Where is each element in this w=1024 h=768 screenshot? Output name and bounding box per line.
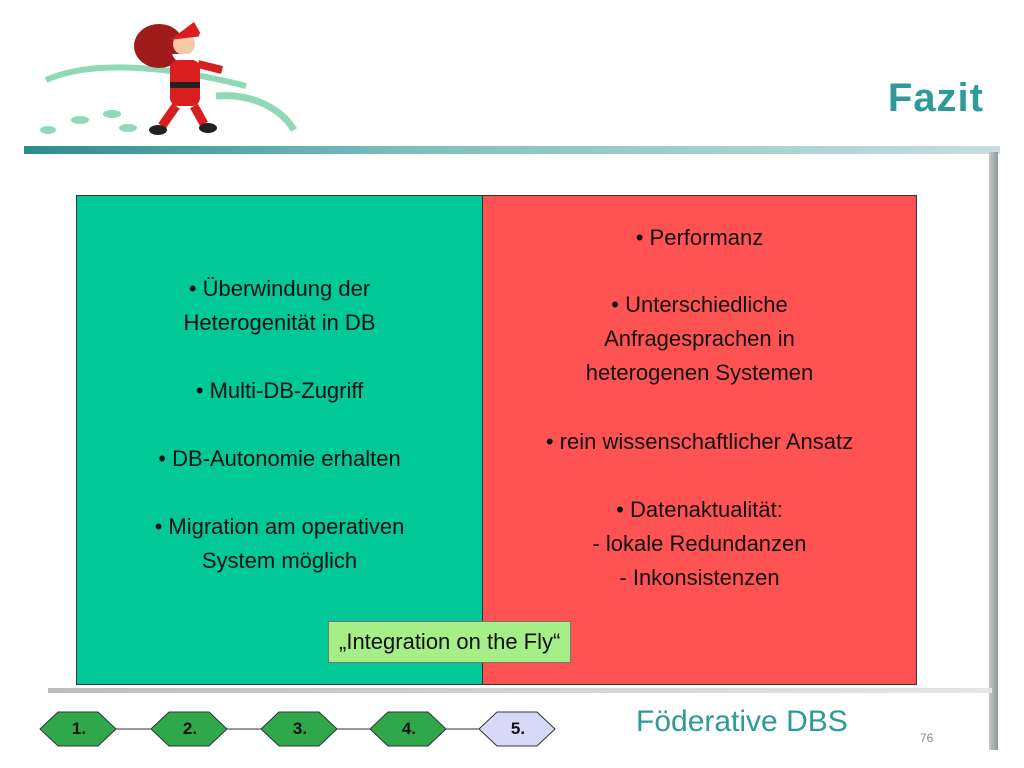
nav-step-shape: [478, 711, 556, 747]
nav-step-5-button[interactable]: 5.: [510, 719, 526, 738]
cons-item-line: Anfragesprachen in: [604, 326, 795, 351]
cons-item-line: - Inkonsistenzen: [619, 565, 780, 590]
step-navigation: [39, 711, 556, 747]
cons-item-line: • Unterschiedliche: [611, 292, 788, 317]
nav-step-shape: [150, 711, 228, 747]
pros-item-line: • Migration am operativen: [154, 514, 405, 539]
nav-step-1-button[interactable]: 1.: [71, 719, 87, 738]
comparison-panel: • Überwindung der Heterogenität in DB • …: [76, 195, 917, 685]
nav-step-shape: [369, 711, 447, 747]
pros-item: • Überwindung der Heterogenität in DB: [77, 272, 482, 340]
nav-step-shape: [39, 711, 117, 747]
footer-title: Föderative DBS: [636, 705, 848, 738]
santa-claus-logo-icon: [40, 22, 298, 135]
pros-item: • Migration am operativen System möglich: [77, 510, 482, 578]
pros-item-line: • Überwindung der: [188, 276, 371, 301]
cons-item-line: • rein wissenschaftlicher Ansatz: [545, 429, 854, 454]
cons-item-line: • Datenaktualität:: [616, 497, 783, 522]
bottom-divider: [48, 688, 992, 693]
top-divider: [24, 146, 1000, 154]
pros-item-line: Heterogenität in DB: [183, 310, 376, 335]
pros-item-line: System möglich: [201, 548, 358, 573]
cons-item: • Unterschiedliche Anfragesprachen in he…: [483, 288, 916, 390]
cons-item-line: heterogenen Systemen: [585, 360, 814, 385]
integration-callout: „Integration on the Fly“: [328, 621, 572, 663]
cons-item: • Performanz: [483, 221, 916, 255]
right-divider: [989, 152, 998, 750]
pros-item: • DB-Autonomie erhalten: [77, 442, 482, 476]
nav-step-shape: [260, 711, 338, 747]
pros-item-line: • Multi-DB-Zugriff: [195, 378, 364, 403]
cons-item: • Datenaktualität: - lokale Redundanzen …: [483, 493, 916, 595]
nav-step-3-button[interactable]: 3.: [292, 719, 308, 738]
cons-item-line: • Performanz: [635, 225, 764, 250]
cons-column: • Performanz • Unterschiedliche Anfrages…: [483, 196, 916, 684]
cons-item: • rein wissenschaftlicher Ansatz: [483, 425, 916, 459]
cons-item-line: - lokale Redundanzen: [592, 531, 807, 556]
nav-step-4-button[interactable]: 4.: [401, 719, 417, 738]
pros-item-line: • DB-Autonomie erhalten: [158, 446, 401, 471]
nav-step-2-button[interactable]: 2.: [182, 719, 198, 738]
pros-column: • Überwindung der Heterogenität in DB • …: [77, 196, 483, 684]
page-number: 76: [920, 731, 934, 745]
pros-item: • Multi-DB-Zugriff: [77, 374, 482, 408]
slide-title: Fazit: [887, 76, 984, 120]
